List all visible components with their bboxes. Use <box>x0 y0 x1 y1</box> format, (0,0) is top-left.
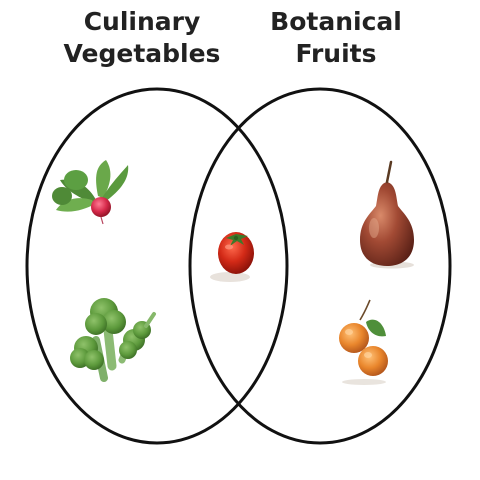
pear-icon <box>360 160 414 269</box>
set-circle-botanical-fruits <box>188 87 452 445</box>
broccoli-icon <box>70 298 156 382</box>
apricots-icon <box>339 299 388 385</box>
set-title-line: Vegetables <box>63 39 221 68</box>
set-title-botanical-fruits: Botanical Fruits <box>236 6 436 70</box>
set-title-culinary-vegetables: Culinary Vegetables <box>42 6 242 70</box>
set-circle-culinary-vegetables <box>25 87 289 445</box>
set-title-line: Culinary <box>83 7 201 36</box>
tomato-icon <box>210 232 254 282</box>
set-title-line: Botanical <box>270 7 402 36</box>
radish-icon <box>52 160 129 225</box>
set-title-line: Fruits <box>295 39 377 68</box>
